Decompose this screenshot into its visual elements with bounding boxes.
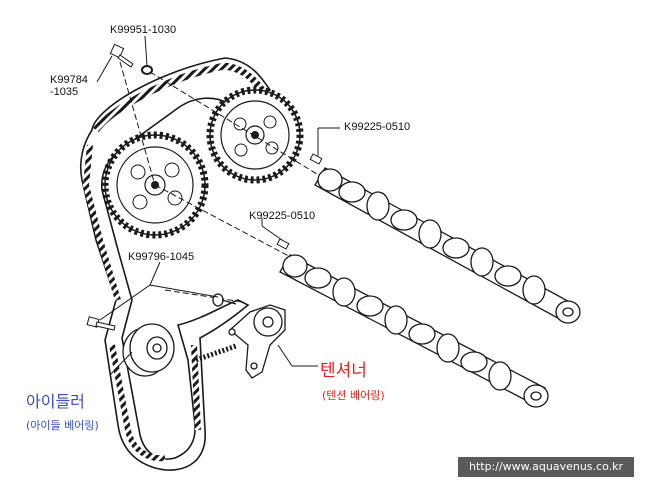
tensioner (195, 293, 286, 379)
bolt-top-part-number: K99951-1030 (110, 24, 177, 36)
leader-lines (96, 35, 340, 376)
camshaft-sprocket-right (206, 86, 304, 184)
source-url: http://www.aquavenus.co.kr (458, 457, 634, 477)
camshaft-upper (314, 167, 581, 324)
pin-lower-part-number: K99225-0510 (249, 210, 316, 222)
idler-bolt (86, 316, 116, 331)
idler-bearing-label: (아이들 베어링) (26, 419, 99, 432)
bolt-left-part-number-line2: -1035 (50, 86, 79, 98)
bolt-left-part-number-line1: K99784 (50, 74, 88, 86)
pin-upper-part-number: K99225-0510 (344, 121, 411, 133)
timing-belt (79, 57, 272, 471)
camshaft-lower (279, 254, 549, 408)
tensioner-label: 텐셔너 (320, 361, 367, 381)
tensioner-bearing-label: (텐션 베어링) (322, 389, 385, 402)
idler-bolt-part-number: K99796-1045 (128, 251, 195, 263)
idler-label: 아이들러 (26, 392, 85, 411)
dowel-pins (276, 153, 323, 250)
idler-pulley (122, 323, 175, 377)
center-lines (119, 61, 331, 303)
